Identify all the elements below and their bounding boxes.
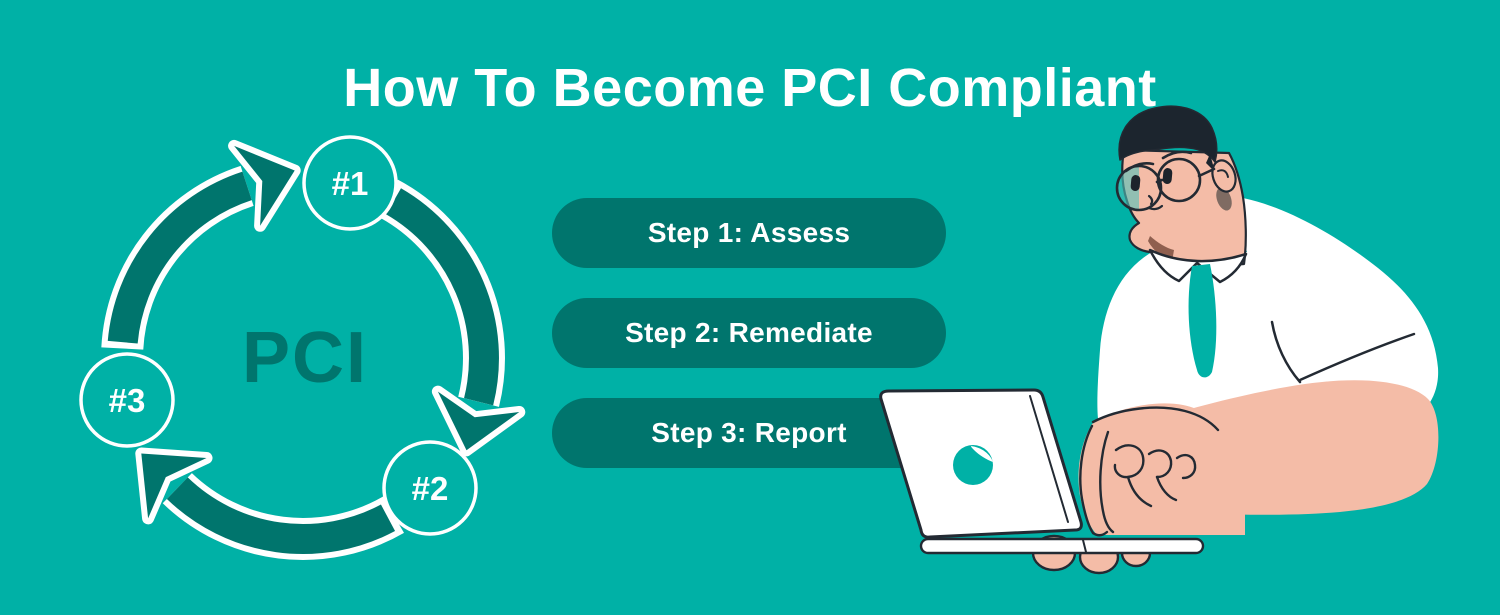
- cycle-arrows: [107, 145, 520, 554]
- fingertips-under-base: [1031, 534, 1152, 575]
- ear: [1211, 159, 1237, 193]
- laptop-hinge-line: [1082, 539, 1087, 553]
- chin-shadow: [1148, 236, 1174, 262]
- sleeve-seams: [1270, 320, 1416, 414]
- ear-inner-line: [1217, 169, 1229, 178]
- step-2-pill: Step 2: Remediate: [552, 298, 946, 368]
- nose: [1147, 194, 1154, 206]
- forearm: [1104, 380, 1439, 515]
- shirt: [1097, 198, 1439, 432]
- cycle-node-1: #1: [302, 135, 398, 231]
- right-eye: [1162, 168, 1173, 185]
- cycle-node-1-label: #1: [332, 165, 369, 202]
- cycle-node-3-label: #3: [109, 382, 146, 419]
- head: [1115, 105, 1247, 272]
- page-title: How To Become PCI Compliant: [343, 58, 1157, 118]
- step-1-label: Step 1: Assess: [647, 217, 851, 248]
- eyebrows: [1124, 150, 1193, 173]
- laptop-logo-icon: [953, 445, 993, 485]
- hand: [1078, 403, 1245, 535]
- glasses-icon: [1115, 157, 1216, 212]
- laptop-base: [919, 537, 1205, 555]
- collar: [1148, 248, 1248, 284]
- step-3-pill: Step 3: Report: [552, 398, 946, 468]
- face: [1121, 148, 1247, 272]
- left-eye: [1130, 175, 1141, 192]
- index-finger: [1079, 424, 1095, 535]
- sideburn: [1206, 154, 1215, 172]
- cycle-arrowhead-bottom: [141, 453, 207, 519]
- mouth: [1147, 204, 1164, 211]
- cycle-arrow-top: [107, 171, 252, 344]
- cycle-arrow-outlines: [101, 139, 526, 560]
- cycle-arrowhead-right: [437, 391, 520, 451]
- tie: [1188, 264, 1217, 378]
- person-with-laptop-illustration: [879, 105, 1439, 575]
- cycle-node-2: #2: [382, 440, 478, 536]
- laptop-bezel-line: [1029, 395, 1069, 523]
- hand-detail-lines: [1079, 406, 1220, 537]
- lens-tint: [1117, 166, 1139, 210]
- cycle-center-label: PCI: [242, 318, 368, 398]
- step-1-pill: Step 1: Assess: [552, 198, 946, 268]
- cycle-arrow-bottom: [166, 477, 396, 554]
- step-2-label: Step 2: Remediate: [625, 317, 873, 348]
- jaw-shadow: [1216, 187, 1232, 211]
- step-3-label: Step 3: Report: [651, 417, 847, 448]
- pci-cycle-diagram: #1 #2 #3 PCI: [79, 135, 526, 560]
- cycle-node-2-label: #2: [412, 470, 449, 507]
- cycle-arrowhead-top: [234, 145, 295, 226]
- cycle-arrow-right: [385, 188, 499, 406]
- cycle-node-3: #3: [79, 352, 175, 448]
